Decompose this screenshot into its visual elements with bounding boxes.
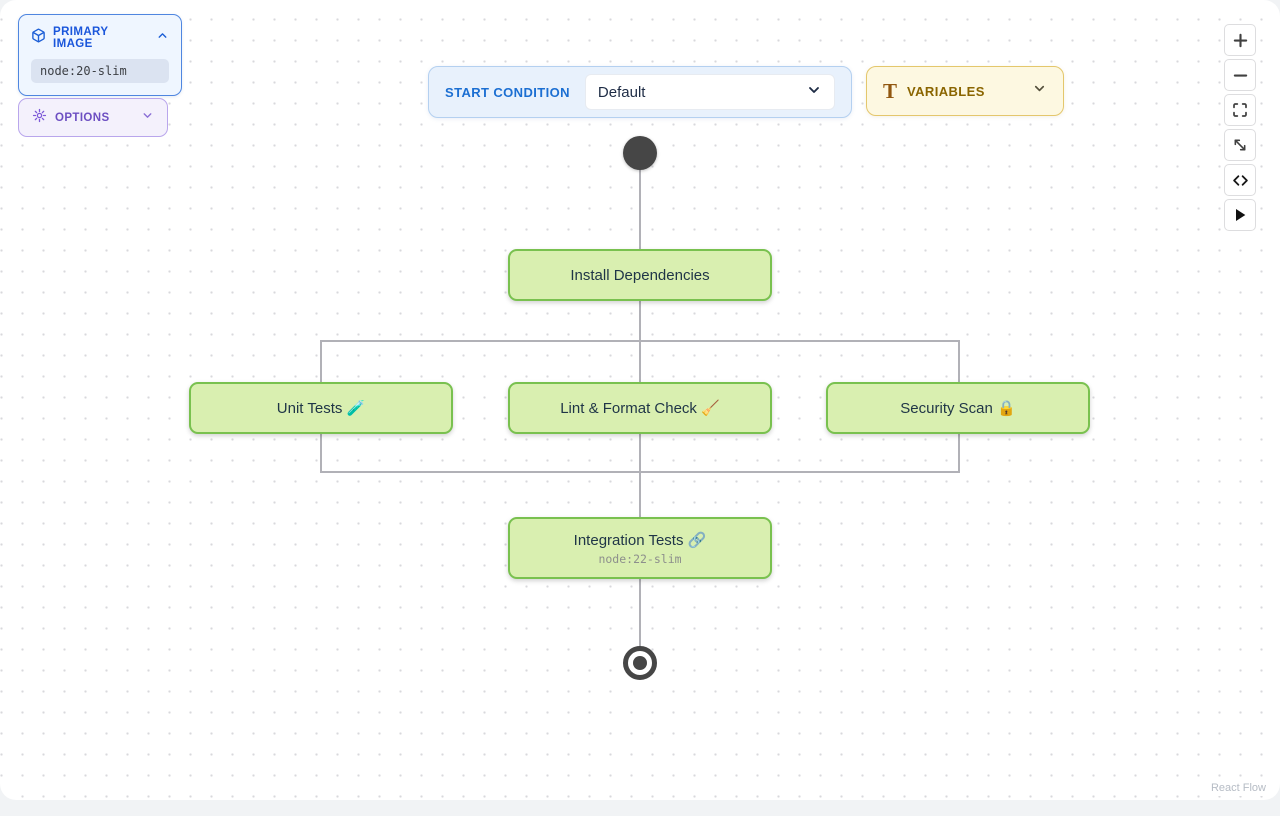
options-title: OPTIONS <box>55 111 110 124</box>
run-button[interactable] <box>1224 199 1256 231</box>
node-label: Install Dependencies <box>570 266 710 284</box>
options-panel[interactable]: OPTIONS <box>18 98 168 137</box>
node-integration-tests[interactable]: Integration Tests 🔗 node:22-slim <box>508 517 772 579</box>
diagonal-expand-icon <box>1234 139 1246 151</box>
node-lint-format-check[interactable]: Lint & Format Check 🧹 <box>508 382 772 434</box>
chevron-down-icon <box>141 109 154 127</box>
node-install-dependencies[interactable]: Install Dependencies <box>508 249 772 301</box>
chevron-down-icon <box>806 82 822 102</box>
primary-image-header[interactable]: PRIMARY IMAGE <box>31 26 169 50</box>
primary-image-title: PRIMARY IMAGE <box>53 26 109 50</box>
node-label: Unit Tests 🧪 <box>276 400 366 417</box>
variables-panel[interactable]: T VARIABLES <box>866 66 1064 116</box>
box-icon <box>31 28 46 48</box>
node-label: Integration Tests 🔗 <box>573 531 707 549</box>
primary-image-value: node:20-slim <box>31 59 169 83</box>
expand-button[interactable] <box>1224 129 1256 161</box>
selected-option: Default <box>597 83 646 101</box>
zoom-out-button[interactable] <box>1224 59 1256 91</box>
end-node-dot <box>633 656 647 670</box>
end-node[interactable] <box>623 646 657 680</box>
chevron-up-icon <box>156 29 169 47</box>
code-icon <box>1232 174 1248 186</box>
minus-icon <box>1233 73 1247 77</box>
plus-icon <box>1233 33 1247 47</box>
start-condition-label: START CONDITION <box>445 84 570 100</box>
variables-label: VARIABLES <box>907 83 985 99</box>
node-image-sublabel: node:22-slim <box>598 551 682 566</box>
start-condition-panel: START CONDITION Default <box>428 66 852 118</box>
code-view-button[interactable] <box>1224 164 1256 196</box>
node-unit-tests[interactable]: Unit Tests 🧪 <box>189 382 453 434</box>
zoom-in-button[interactable] <box>1224 24 1256 56</box>
node-security-scan[interactable]: Security Scan 🔒 <box>826 382 1090 434</box>
canvas-toolbar <box>1224 24 1256 231</box>
start-condition-select[interactable]: Default <box>584 74 835 110</box>
node-label: Lint & Format Check 🧹 <box>560 400 720 417</box>
play-icon <box>1236 209 1246 221</box>
start-node[interactable] <box>623 136 657 170</box>
fit-view-icon <box>1233 103 1247 117</box>
node-label: Security Scan 🔒 <box>900 400 1016 417</box>
type-icon: T <box>883 78 898 103</box>
fit-view-button[interactable] <box>1224 94 1256 126</box>
primary-image-panel: PRIMARY IMAGE node:20-slim <box>18 14 182 96</box>
gear-icon <box>32 108 47 128</box>
react-flow-attribution[interactable]: React Flow <box>1206 780 1270 796</box>
chevron-down-icon <box>1032 81 1047 101</box>
